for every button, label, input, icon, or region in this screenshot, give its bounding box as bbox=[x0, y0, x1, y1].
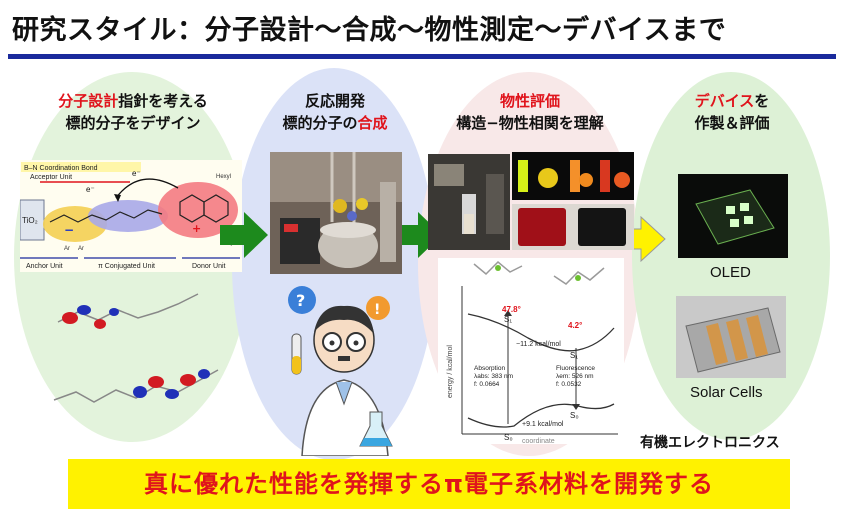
device-heading: デバイスを 作製＆評価 bbox=[652, 90, 812, 134]
page-title: 研究スタイル：分子設計〜合成〜物性測定〜デバイスまで bbox=[12, 15, 727, 46]
synthesis-heading-line1: 反応開発 bbox=[304, 92, 365, 110]
design-heading-rest: 指針を考える bbox=[118, 92, 208, 110]
pi-conjugated-unit-label: π Conjugated Unit bbox=[98, 263, 155, 270]
s0-left-label: S₀ bbox=[504, 433, 513, 442]
synthesis-heading-pre: 標的分子の bbox=[282, 114, 358, 132]
svg-text:+: + bbox=[192, 222, 201, 235]
molecular-orbital-renderings bbox=[53, 293, 219, 403]
device-heading-line2: 作製＆評価 bbox=[694, 114, 770, 132]
absorption-lambda: λabs: 383 nm bbox=[474, 373, 513, 380]
oled-device-photo bbox=[678, 174, 788, 258]
anchor-unit-label: Anchor Unit bbox=[26, 263, 63, 270]
ar-label-2: Ar bbox=[78, 246, 84, 252]
acceptor-label-line2: Acceptor Unit bbox=[30, 174, 72, 181]
arrow-design-to-synthesis bbox=[220, 212, 268, 258]
s0-right-label: S₀ bbox=[570, 411, 579, 420]
luminescent-samples-photo bbox=[512, 152, 634, 200]
measurement-apparatus-photo bbox=[428, 154, 510, 250]
absorption-label: Absorption bbox=[474, 365, 505, 372]
bottom-message: 真に優れた性能を発揮するπ電子系材料を開発する bbox=[144, 470, 714, 498]
hexyl-label-1: Hexyl bbox=[216, 174, 231, 180]
electron-label-2: e⁻ bbox=[86, 185, 95, 194]
left-molecule-structure bbox=[473, 260, 523, 276]
film-samples-photo bbox=[512, 204, 634, 250]
synthesis-heading: 反応開発 標的分子の合成 bbox=[252, 90, 418, 134]
design-heading-line2: 標的分子をデザイン bbox=[65, 114, 201, 132]
angle-right: 4.2° bbox=[568, 321, 582, 330]
synthesis-heading-red: 合成 bbox=[357, 114, 388, 132]
design-heading: 分子設計指針を考える 標的分子をデザイン bbox=[22, 90, 244, 134]
acceptor-label-line1: B–N Coordination Bond bbox=[24, 165, 98, 172]
synthesis-lab-photo bbox=[270, 152, 402, 274]
svg-text:!: ! bbox=[374, 302, 380, 318]
s1-left-label: S₁ bbox=[504, 315, 512, 324]
fluorescence-f: f: 0.0532 bbox=[556, 381, 582, 388]
right-molecule-structure bbox=[553, 267, 605, 285]
oled-caption: OLED bbox=[710, 264, 751, 281]
ar-label-1: Ar bbox=[64, 246, 70, 252]
solar-cell-device-photo bbox=[676, 296, 786, 378]
energy-yaxis-label: energy / kcal/mol bbox=[447, 345, 454, 398]
evaluation-heading-red: 物性評価 bbox=[499, 92, 560, 110]
evaluation-heading: 物性評価 構造−物性相関を理解 bbox=[428, 90, 632, 134]
absorption-f: f: 0.0664 bbox=[474, 381, 500, 388]
electron-label-1: e⁻ bbox=[132, 169, 141, 178]
svg-text:?: ? bbox=[296, 291, 305, 310]
bottom-banner bbox=[68, 459, 790, 509]
fluorescence-label: Fluorescence bbox=[556, 365, 595, 372]
evaluation-heading-line2: 構造−物性相関を理解 bbox=[456, 114, 604, 132]
svg-text:−: − bbox=[64, 223, 74, 237]
device-heading-red: デバイス bbox=[694, 92, 755, 110]
device-heading-rest: を bbox=[754, 92, 770, 110]
energy-diagram: energy / kcal/mol coordinate 47.8° 4.2° … bbox=[438, 258, 624, 444]
s1-right-label: S₁ bbox=[570, 351, 578, 360]
molecule-design-diagram: B–N Coordination Bond Acceptor Unit TiO₂… bbox=[20, 160, 242, 272]
fluorescence-lambda: λem: 526 nm bbox=[556, 373, 594, 380]
title-rule bbox=[8, 54, 836, 59]
delta-upper-label: −11.2 kcal/mol bbox=[516, 341, 561, 348]
organic-electronics-label: 有機エレクトロニクス bbox=[640, 435, 780, 451]
design-heading-red: 分子設計 bbox=[58, 92, 119, 110]
scientist-illustration: ? ! bbox=[288, 286, 393, 456]
donor-unit-label: Donor Unit bbox=[192, 263, 226, 270]
tio2-label: TiO₂ bbox=[22, 216, 38, 225]
solar-cells-caption: Solar Cells bbox=[690, 384, 763, 401]
energy-xaxis-label: coordinate bbox=[522, 438, 555, 444]
delta-lower-label: +9.1 kcal/mol bbox=[522, 421, 564, 428]
angle-left: 47.8° bbox=[502, 305, 521, 314]
